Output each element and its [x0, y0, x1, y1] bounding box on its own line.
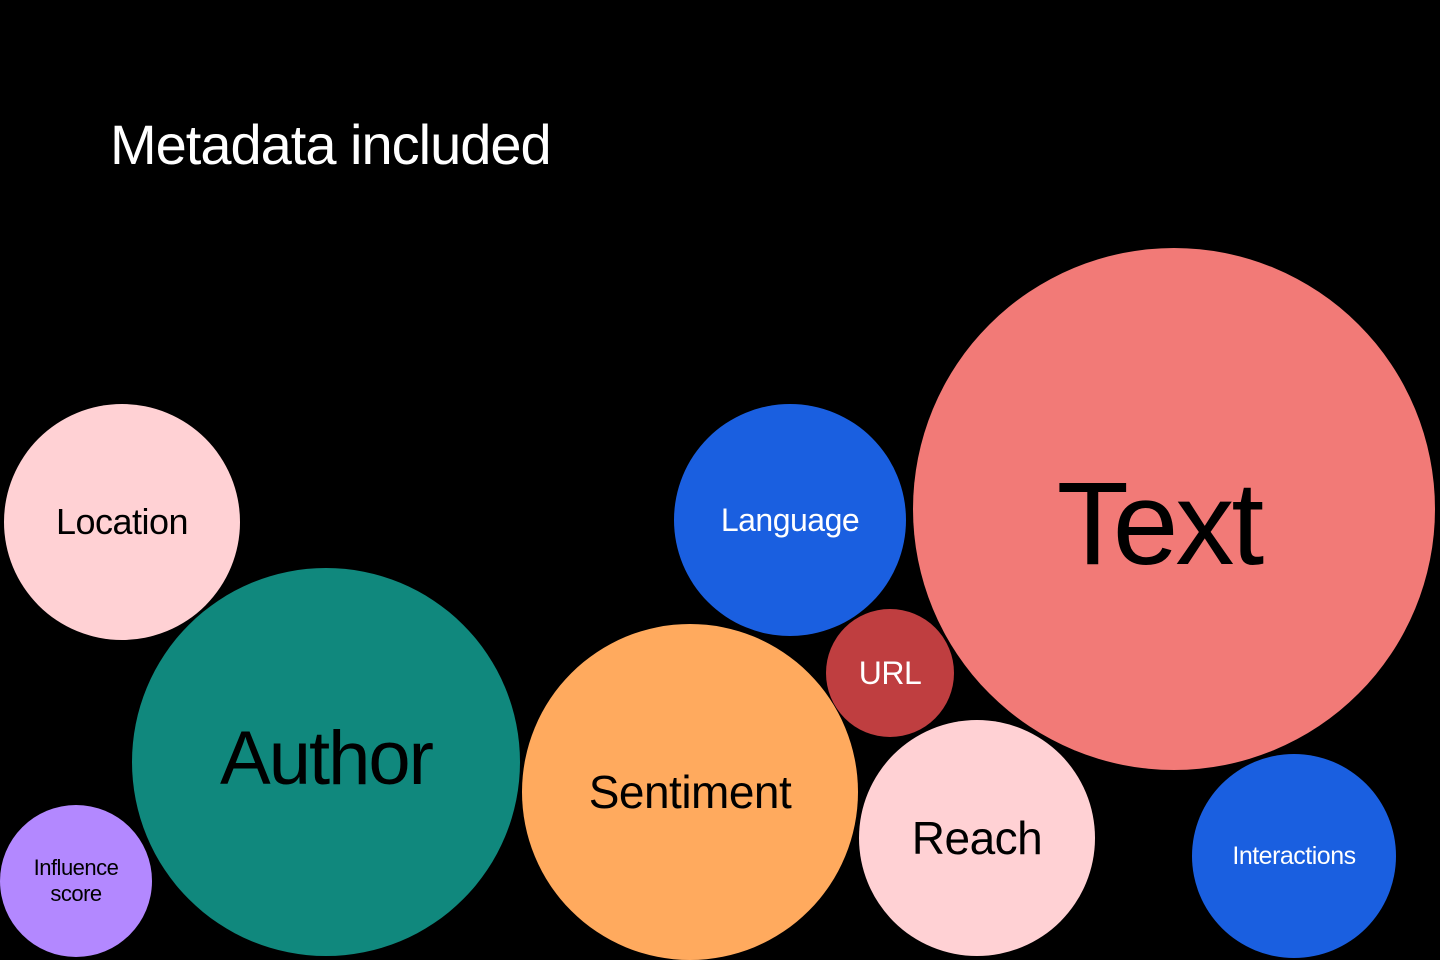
- bubble-label-line2: score: [50, 881, 102, 906]
- bubble-label: Reach: [911, 812, 1043, 864]
- bubble-label-line1: Influence: [33, 855, 119, 880]
- bubble-sentiment: Sentiment: [522, 624, 858, 960]
- bubble-label: Interactions: [1232, 841, 1356, 870]
- bubble-label: Author: [220, 715, 434, 801]
- bubble-label: Location: [55, 501, 189, 542]
- page-title: Metadata included: [110, 113, 552, 176]
- bubble-label: Text: [1056, 458, 1264, 590]
- bubble-text: Text: [913, 248, 1435, 770]
- bubble-label: Sentiment: [588, 766, 792, 818]
- bubble-label: Language: [720, 501, 860, 538]
- bubble-author: Author: [132, 568, 520, 956]
- bubble-language: Language: [674, 404, 906, 636]
- bubble-label: URL: [858, 654, 922, 691]
- bubble-interactions: Interactions: [1192, 754, 1396, 958]
- bubble-reach: Reach: [859, 720, 1095, 956]
- bubble-url: URL: [826, 609, 954, 737]
- bubble-location: Location: [4, 404, 240, 640]
